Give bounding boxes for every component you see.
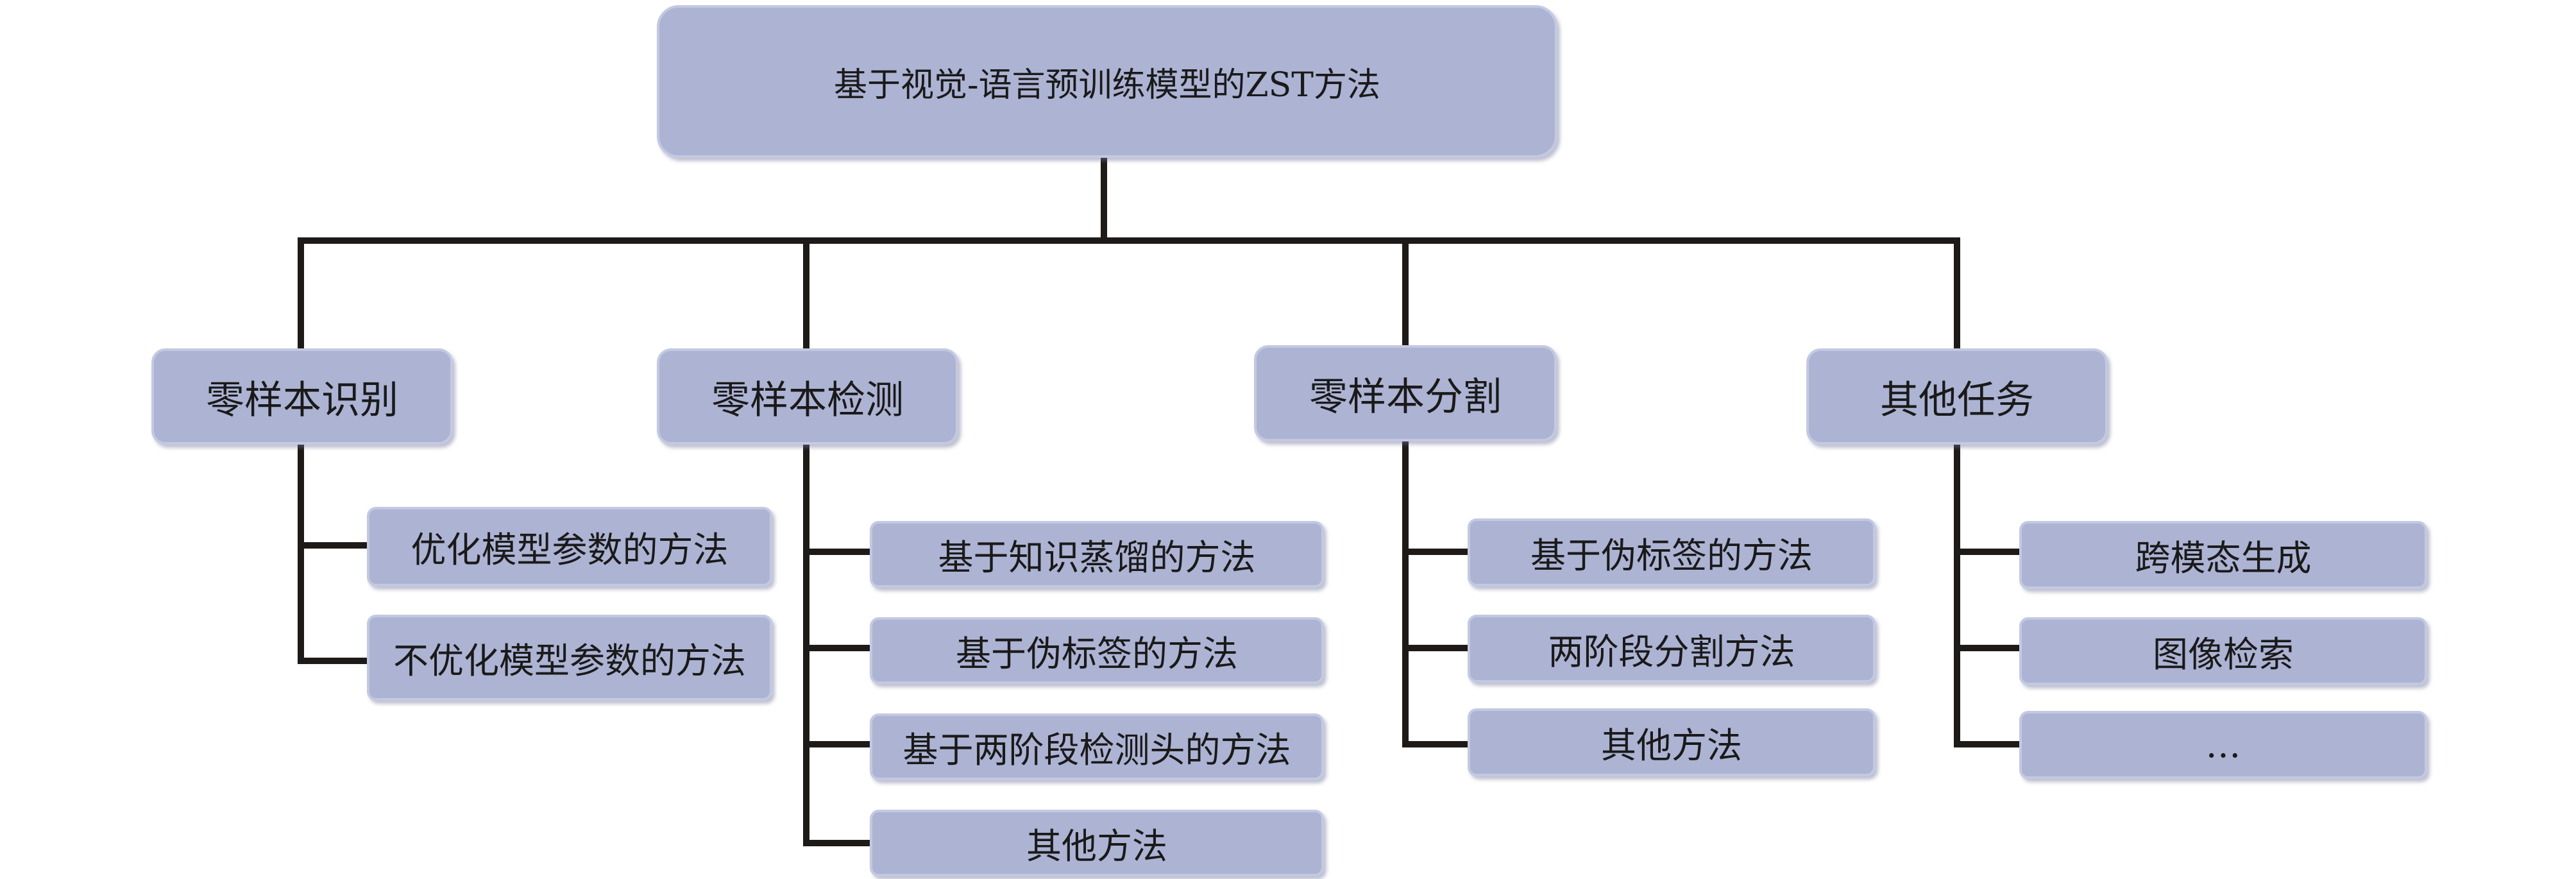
method-node: 其他方法 xyxy=(870,810,1324,876)
spine-other-tasks xyxy=(1954,441,1960,747)
branch-segmentation-2 xyxy=(1402,645,1470,651)
drop-line-recognition xyxy=(298,237,304,353)
category-node-other-tasks: 其他任务 xyxy=(1806,348,2108,445)
branch-segmentation-1 xyxy=(1402,549,1470,555)
branch-detection-1 xyxy=(803,549,872,555)
root-stem-line xyxy=(1101,154,1107,244)
method-node: 跨模态生成 xyxy=(2019,521,2427,589)
category-node-segmentation: 零样本分割 xyxy=(1254,345,1557,441)
branch-other-tasks-3 xyxy=(1954,741,2021,747)
drop-line-other-tasks xyxy=(1954,237,1960,353)
category-node-detection: 零样本检测 xyxy=(657,348,958,445)
spine-segmentation xyxy=(1402,441,1409,747)
branch-detection-3 xyxy=(803,741,872,747)
branch-detection-2 xyxy=(803,645,872,651)
spine-recognition xyxy=(298,441,304,664)
branch-other-tasks-1 xyxy=(1954,549,2021,555)
method-node: 基于知识蒸馏的方法 xyxy=(870,521,1324,588)
branch-detection-4 xyxy=(803,840,872,846)
branch-recognition-2 xyxy=(298,658,369,664)
method-node: 基于伪标签的方法 xyxy=(1468,518,1876,586)
method-node: 图像检索 xyxy=(2019,617,2427,685)
branch-other-tasks-2 xyxy=(1954,645,2021,651)
category-node-recognition: 零样本识别 xyxy=(151,348,453,445)
branch-segmentation-3 xyxy=(1402,741,1470,747)
method-node: 基于两阶段检测头的方法 xyxy=(870,713,1324,780)
method-node: 优化模型参数的方法 xyxy=(367,507,772,586)
main-horizontal-bus xyxy=(298,237,1960,244)
drop-line-segmentation xyxy=(1402,237,1409,346)
method-node: 基于伪标签的方法 xyxy=(870,617,1324,684)
drop-line-detection xyxy=(803,237,809,353)
root-node: 基于视觉-语言预训练模型的ZST方法 xyxy=(657,5,1557,158)
spine-detection xyxy=(803,441,809,846)
method-node-ellipsis: … xyxy=(2019,711,2427,779)
method-node: 两阶段分割方法 xyxy=(1468,615,1876,683)
method-node: 不优化模型参数的方法 xyxy=(367,615,772,701)
branch-recognition-1 xyxy=(298,542,369,549)
method-node: 其他方法 xyxy=(1468,708,1876,776)
